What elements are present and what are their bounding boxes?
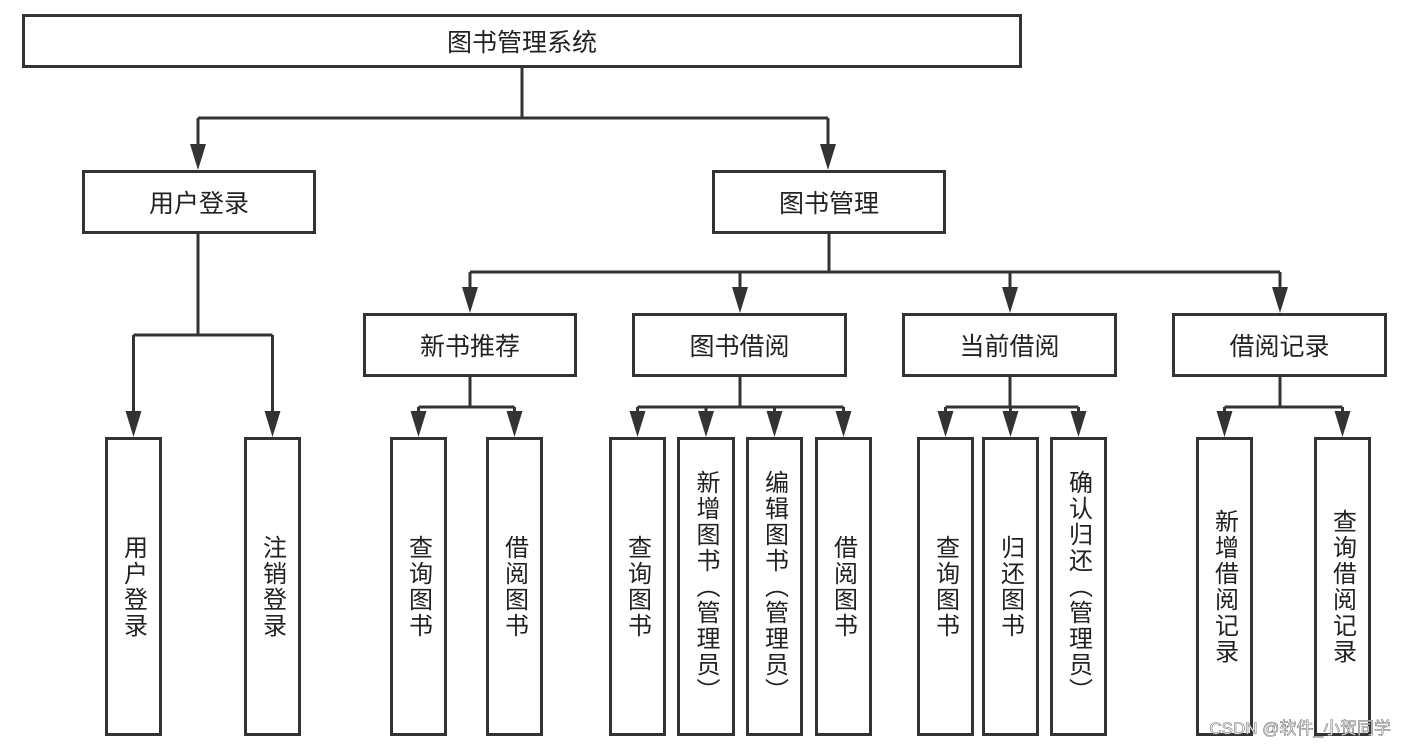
arrowhead-icon <box>1002 287 1018 313</box>
leaf-node: 查询图书 <box>917 437 974 736</box>
node-label: 查询图书 <box>931 534 960 639</box>
node-label: 借阅记录 <box>1229 332 1330 361</box>
arrowhead-icon <box>629 411 646 437</box>
node-label: 查询借阅记录 <box>1328 508 1357 665</box>
leaf-node: 查询图书 <box>609 437 666 736</box>
node-label: 新增借阅记录 <box>1210 508 1239 665</box>
leaf-node: 查询借阅记录 <box>1314 437 1371 736</box>
arrowhead-icon <box>1002 411 1019 437</box>
level2-node: 新书推荐 <box>363 313 577 377</box>
arrowhead-icon <box>190 144 206 170</box>
arrowhead-icon <box>937 411 954 437</box>
node-label: 编辑图书（管理员） <box>760 469 789 704</box>
node-label: 用户登录 <box>119 534 148 639</box>
watermark: CSDN @软件_小贺同学 <box>1209 719 1391 739</box>
node-label: 借阅图书 <box>500 534 529 639</box>
arrowhead-icon <box>462 287 478 313</box>
node-label: 注销登录 <box>258 534 287 639</box>
level2-node: 当前借阅 <box>902 313 1117 377</box>
arrowhead-icon <box>1216 411 1233 437</box>
node-label: 查询图书 <box>623 534 652 639</box>
leaf-node: 确认归还（管理员） <box>1050 437 1107 736</box>
node-label: 归还图书 <box>996 534 1025 639</box>
node-label: 借阅图书 <box>829 534 858 639</box>
arrowhead-icon <box>698 411 714 437</box>
node-label: 用户登录 <box>148 189 249 218</box>
node-label: 图书管理系统 <box>446 28 597 57</box>
level1-node: 图书管理 <box>712 170 946 234</box>
leaf-node: 用户登录 <box>105 437 162 736</box>
arrowhead-icon <box>820 144 836 170</box>
arrowhead-icon <box>410 411 427 437</box>
arrowhead-icon <box>766 411 783 437</box>
arrowhead-icon <box>1334 411 1351 437</box>
root-node: 图书管理系统 <box>22 14 1022 68</box>
level1-node: 用户登录 <box>82 170 316 234</box>
node-label: 确认归还（管理员） <box>1064 469 1093 704</box>
leaf-node: 借阅图书 <box>486 437 543 736</box>
leaf-node: 借阅图书 <box>815 437 872 736</box>
node-label: 新书推荐 <box>419 332 520 361</box>
level2-node: 借阅记录 <box>1172 313 1387 377</box>
level2-node: 图书借阅 <box>632 313 847 377</box>
leaf-node: 归还图书 <box>982 437 1039 736</box>
node-label: 查询图书 <box>404 534 433 639</box>
arrowhead-icon <box>1070 411 1087 437</box>
node-label: 新增图书（管理员） <box>692 469 720 704</box>
arrowhead-icon <box>835 411 852 437</box>
leaf-node: 查询图书 <box>390 437 447 736</box>
leaf-node: 新增图书（管理员） <box>677 437 735 736</box>
arrowhead-icon <box>1272 287 1288 313</box>
leaf-node: 注销登录 <box>244 437 301 736</box>
leaf-node: 新增借阅记录 <box>1196 437 1253 736</box>
arrowhead-icon <box>506 411 523 437</box>
arrowhead-icon <box>732 287 748 313</box>
node-label: 图书借阅 <box>689 332 790 361</box>
leaf-node: 编辑图书（管理员） <box>746 437 803 736</box>
node-label: 当前借阅 <box>959 332 1060 361</box>
arrowhead-icon <box>125 411 142 437</box>
arrowhead-icon <box>264 411 281 437</box>
node-label: 图书管理 <box>778 189 879 218</box>
